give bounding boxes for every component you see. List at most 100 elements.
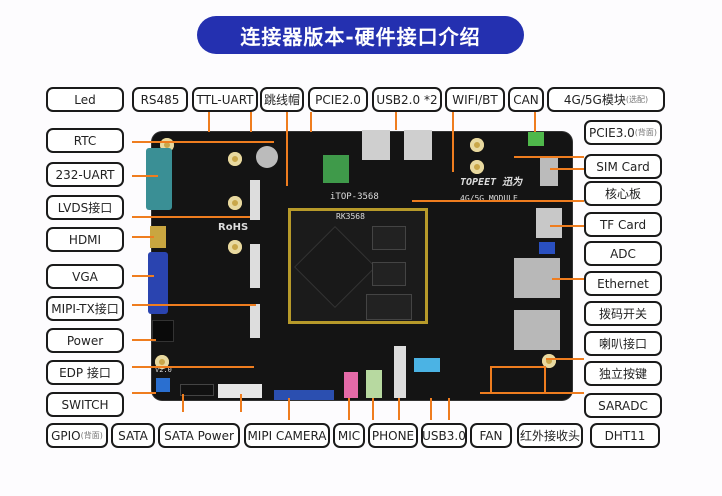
leader-line-hdmi: [132, 236, 154, 238]
rohs-label: RoHS: [218, 222, 249, 233]
label-note: (选配): [625, 95, 649, 104]
usb2-port-1: [362, 130, 390, 160]
switch-button: [156, 378, 170, 392]
label-wifi-bt: WIFI/BT: [445, 87, 505, 112]
ethernet-port-2: [514, 310, 560, 350]
mic-jack: [344, 372, 358, 398]
label-jumper-cap: 跳线帽: [260, 87, 304, 112]
label-note: (背面): [634, 128, 658, 137]
label-tf-card: TF Card: [584, 212, 662, 237]
leader-line-vga: [132, 275, 154, 277]
module-label: 4G/5G MODULE: [460, 194, 518, 203]
label-4g5g-module: 4G/5G模块(选配): [547, 87, 665, 112]
label-power: Power: [46, 328, 124, 353]
label-independent-keys: 独立按键: [584, 361, 662, 386]
leader-line-mipi-camera: [288, 398, 290, 420]
sata-connector: [180, 384, 214, 396]
label-text: GPIO: [51, 428, 81, 443]
leader-line-edp: [132, 366, 254, 368]
leader-line-tf: [550, 225, 584, 227]
page-title: 连接器版本-硬件接口介绍: [197, 16, 524, 54]
leader-line-mipi-tx: [132, 304, 256, 306]
label-pcie2: PCIE2.0: [308, 87, 368, 112]
label-sata-power: SATA Power: [158, 423, 240, 448]
label-sim-card: SIM Card: [584, 154, 662, 179]
power-jack: [152, 320, 174, 342]
adc-potentiometer: [539, 242, 555, 254]
leader-line-core: [412, 200, 584, 202]
label-mic: MIC: [333, 423, 365, 448]
leader-line-ir: [448, 398, 450, 420]
mount-hole: [228, 196, 242, 210]
mipi-tx-fpc: [250, 244, 260, 288]
leader-line-ethernet: [552, 278, 584, 280]
label-phone: PHONE: [368, 423, 418, 448]
leader-line-keys: [546, 358, 584, 360]
phone-jack: [366, 370, 382, 398]
leader-line-232: [132, 175, 158, 177]
sim-slot: [540, 158, 558, 186]
leader-line-usb3: [398, 398, 400, 420]
brand-label: TOPEET 迅为: [460, 177, 523, 188]
edp-fpc: [250, 304, 260, 338]
label-note: (背面): [80, 431, 103, 440]
vga-connector: [148, 252, 168, 314]
label-rs485: RS485: [132, 87, 188, 112]
label-switch: SWITCH: [46, 392, 124, 417]
leader-line-lvds: [132, 216, 250, 218]
leader-line-rtc: [132, 141, 274, 143]
independent-keys: [490, 366, 546, 394]
tf-slot: [536, 208, 562, 238]
label-ethernet: Ethernet: [584, 271, 662, 296]
db9-serial-connector: [146, 148, 172, 210]
label-sata: SATA: [111, 423, 155, 448]
hdmi-connector: [150, 226, 166, 248]
label-pcie3: PCIE3.0(背面): [584, 120, 662, 145]
can-terminal: [528, 132, 544, 146]
leader-line-pcie3: [514, 156, 584, 158]
memory-chip: [372, 262, 406, 286]
label-saradc: SARADC: [584, 393, 662, 418]
label-usb2: USB2.0 *2: [372, 87, 442, 112]
leader-line-jumper: [286, 112, 288, 186]
leader-line-rs485: [208, 112, 210, 132]
leader-line-can: [534, 112, 536, 132]
leader-line-fan: [430, 398, 432, 420]
leader-line-power: [132, 339, 156, 341]
label-text: 4G/5G模块: [563, 93, 626, 107]
label-rtc: RTC: [46, 128, 124, 153]
label-core-board: 核心板: [584, 181, 662, 206]
memory-chip: [372, 226, 406, 250]
leader-line-usb2: [395, 112, 397, 130]
dht11-sensor: [414, 358, 440, 372]
usb3-port: [394, 346, 406, 398]
sata-power-connector: [218, 384, 262, 398]
mount-hole: [155, 355, 169, 369]
leader-line-saradc: [480, 392, 584, 394]
rtc-battery: [256, 146, 278, 168]
leader-line-switch: [132, 392, 156, 394]
label-can: CAN: [508, 87, 544, 112]
leader-line-wifi: [452, 112, 454, 172]
mount-hole: [470, 160, 484, 174]
version-label: V2.0: [155, 366, 172, 374]
label-text: PCIE3.0: [588, 125, 635, 140]
leader-line-ttl: [250, 112, 252, 132]
label-dht11: DHT11: [590, 423, 660, 448]
usb2-port-2: [404, 130, 432, 160]
leader-line-sim: [550, 168, 584, 170]
wifi-module: [323, 155, 349, 183]
label-vga: VGA: [46, 264, 124, 289]
label-led: Led: [46, 87, 124, 112]
label-gpio: GPIO(背面): [46, 423, 108, 448]
label-hdmi: HDMI: [46, 227, 124, 252]
label-usb3: USB3.0: [421, 423, 467, 448]
label-ttl-uart: TTL-UART: [192, 87, 258, 112]
leader-line-mic: [348, 398, 350, 420]
mount-hole: [470, 138, 484, 152]
mount-hole: [228, 152, 242, 166]
mount-hole: [542, 354, 556, 368]
label-232-uart: 232-UART: [46, 162, 124, 187]
soc-label: RK3568: [336, 212, 365, 221]
leader-line-sata-power: [240, 394, 242, 412]
